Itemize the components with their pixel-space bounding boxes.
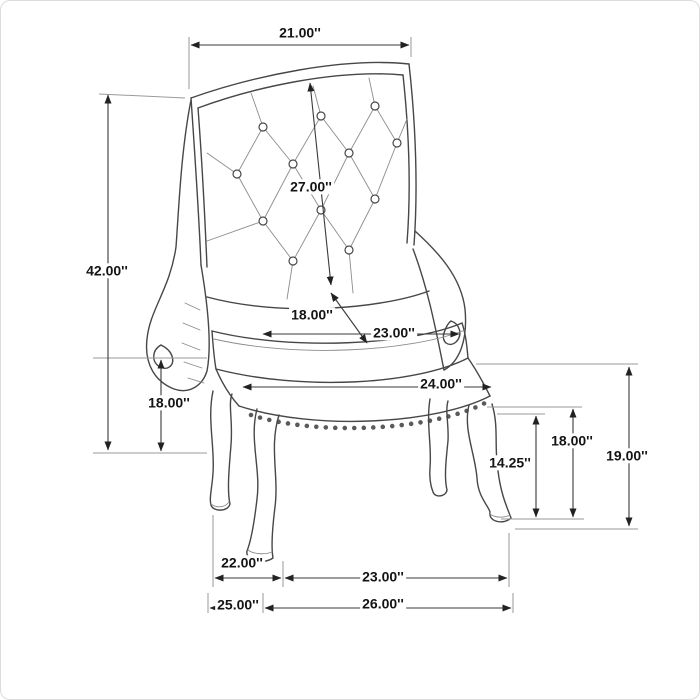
tuft-buttons (232, 101, 402, 266)
dim-label-seat-front-width: 24.00'' (418, 375, 464, 392)
seat-apron (215, 357, 491, 431)
dim-label-seat-diagonal: 18.00'' (289, 306, 335, 323)
chair-right-arm (412, 230, 467, 371)
chair-left-arm (145, 99, 210, 392)
extension-lines (93, 37, 638, 613)
dim-label-overall-height: 42.00'' (84, 262, 130, 279)
dim-label-seat-height-front: 18.00'' (549, 432, 595, 449)
dim-label-back-width-top: 21.00'' (277, 24, 323, 41)
nailhead-trim (248, 400, 488, 431)
tuft-lattice (206, 77, 408, 300)
back-right-leg (427, 398, 449, 497)
dim-label-seat-height-back: 19.00'' (604, 447, 650, 464)
dim-label-arm-height-left: 18.00'' (146, 394, 192, 411)
dim-label-overall-depth: 25.00'' (215, 596, 261, 613)
dim-label-seat-width: 23.00'' (371, 324, 417, 341)
front-left-leg (246, 408, 280, 563)
dim-label-leg-span-front: 23.00'' (360, 568, 406, 585)
chair-illustration (145, 61, 512, 563)
dim-label-back-diagonal: 27.00'' (288, 178, 334, 195)
dim-label-apron-height: 14.25'' (487, 454, 533, 471)
dim-label-leg-span-side: 22.00'' (219, 554, 265, 571)
dim-label-overall-width: 26.00'' (360, 595, 406, 612)
dim-line-seat-diagonal (330, 292, 368, 344)
seat-cushion (211, 322, 469, 384)
back-left-leg (209, 390, 233, 511)
